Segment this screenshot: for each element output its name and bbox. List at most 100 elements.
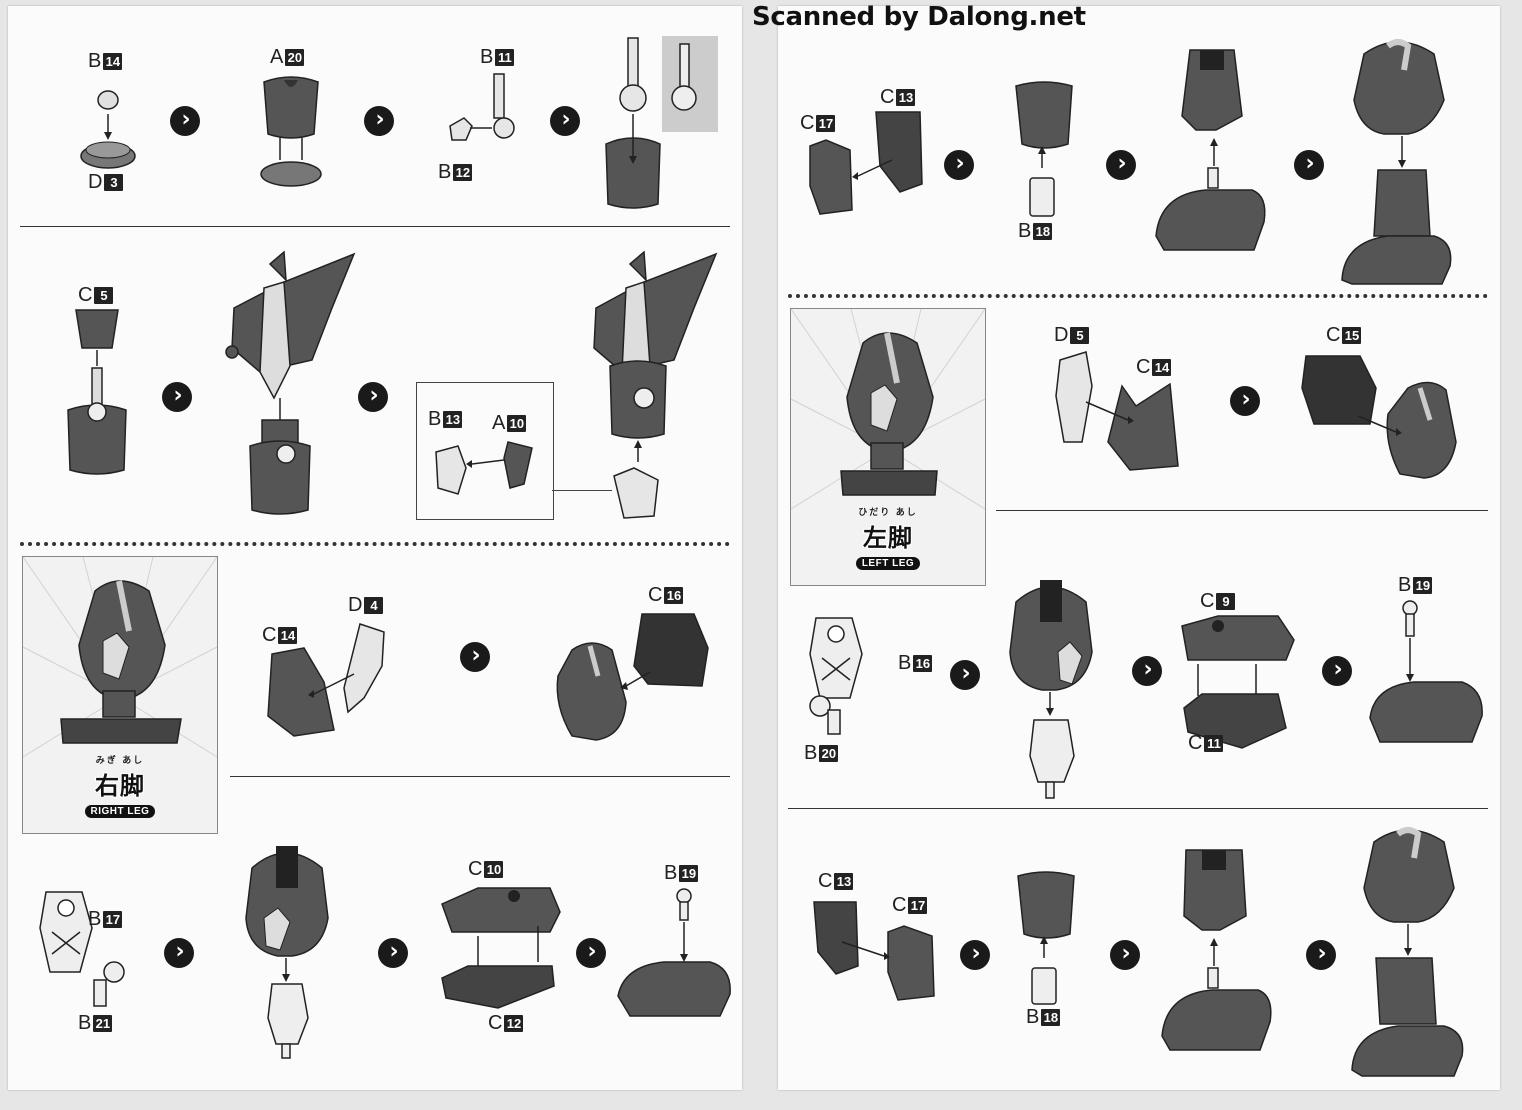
shin-on-foot-illustration — [1150, 46, 1270, 256]
section-divider — [20, 226, 730, 227]
step-arrow: › — [1110, 940, 1140, 970]
left-knee-parts-illustration — [1052, 346, 1182, 476]
step-arrow: › — [1294, 150, 1324, 180]
ankle-cover-illustration — [64, 306, 130, 480]
section-divider — [230, 776, 730, 777]
joint-pin-illustration — [444, 72, 524, 152]
ankle-guard-pieces-illustration — [428, 438, 538, 498]
step-arrow: › — [1230, 386, 1260, 416]
step-arrow: › — [378, 938, 408, 968]
lower-leg-assembly-illustration — [214, 248, 364, 528]
step-arrow: › — [460, 642, 490, 672]
assembled-ankle-illustration — [598, 34, 718, 214]
left-leg-english: LEFT LEG — [855, 557, 921, 570]
step-arrow: › — [960, 940, 990, 970]
step-arrow: › — [364, 106, 394, 136]
leader-line — [552, 490, 612, 491]
left-foot-sole-assembly-illustration — [1178, 612, 1302, 752]
knee-armor-illustration — [552, 606, 712, 746]
left-leg-furigana: ひだり あし — [858, 507, 918, 517]
complete-lower-leg-illustration — [1338, 30, 1458, 290]
right-leg-title: みぎ あし 右脚 RIGHT LEG — [23, 753, 217, 819]
left-shin-frame-parts-illustration — [808, 892, 944, 1008]
step-arrow: › — [170, 106, 200, 136]
detail-inset-box — [416, 382, 554, 520]
step-arrow: › — [162, 382, 192, 412]
foot-base-illustration — [614, 886, 734, 1022]
section-divider-dotted — [788, 294, 1488, 298]
shin-with-joint-illustration — [1010, 78, 1080, 228]
left-ball-joint-illustration — [806, 694, 846, 736]
right-leg-title-panel: みぎ あし 右脚 RIGHT LEG — [22, 556, 218, 834]
left-complete-lower-leg-illustration — [1348, 818, 1472, 1082]
step-arrow: › — [358, 382, 388, 412]
step-arrow: › — [1132, 656, 1162, 686]
left-shin-on-foot-illustration — [1156, 846, 1276, 1056]
foot-cup-illustration — [258, 72, 324, 192]
section-divider — [788, 808, 1488, 809]
left-leg-kanji: 左脚 — [863, 524, 913, 552]
step-arrow: › — [1306, 940, 1336, 970]
left-foot-base-illustration — [1366, 598, 1486, 748]
cap-part-illustration — [78, 86, 138, 176]
knee-parts-illustration — [264, 618, 394, 738]
ball-joint-illustration — [88, 960, 128, 1008]
step-arrow: › — [576, 938, 606, 968]
right-leg-kanji: 右脚 — [95, 772, 145, 800]
left-knee-to-foot-illustration — [1006, 572, 1096, 802]
scan-credit-text: Scanned by Dalong.net — [752, 2, 1086, 32]
step-arrow: › — [944, 150, 974, 180]
left-shin-with-joint-illustration — [1012, 868, 1082, 1018]
shin-frame-parts-illustration — [806, 106, 936, 222]
left-leg-title: ひだり あし 左脚 LEFT LEG — [791, 505, 985, 571]
left-leg-title-panel: ひだり あし 左脚 LEFT LEG — [790, 308, 986, 586]
step-arrow: › — [1322, 656, 1352, 686]
right-leg-english: RIGHT LEG — [84, 805, 156, 818]
knee-to-foot-assembly-illustration — [242, 838, 332, 1060]
section-divider — [996, 510, 1488, 511]
right-leg-furigana: みぎ あし — [95, 755, 145, 765]
step-arrow: › — [550, 106, 580, 136]
section-divider-dotted — [20, 542, 730, 546]
lower-leg-with-guard-illustration — [588, 248, 728, 528]
knee-joint-frame-illustration — [36, 888, 96, 974]
left-knee-joint-frame-illustration — [806, 614, 866, 700]
left-leg-figure — [827, 323, 951, 499]
right-leg-figure — [59, 571, 183, 747]
step-arrow: › — [950, 660, 980, 690]
left-knee-armor-illustration — [1300, 348, 1462, 482]
foot-sole-assembly-illustration — [438, 882, 564, 1014]
